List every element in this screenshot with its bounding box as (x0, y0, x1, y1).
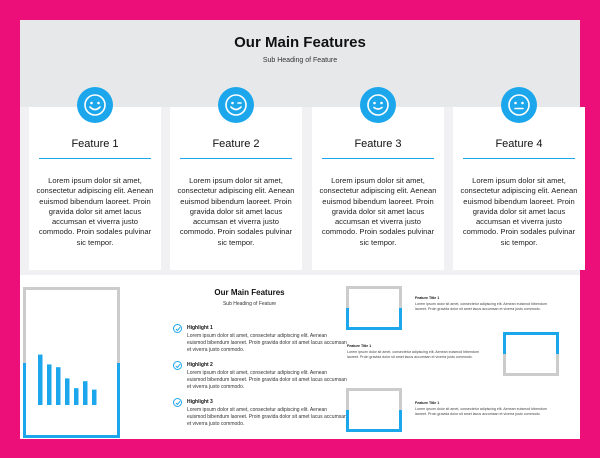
feature-item-title: Feature Title 1 (415, 401, 440, 405)
highlight-title: Highlight 1 (187, 325, 213, 331)
feature-item-text: Lorem ipsum dolor sit amet, consectetur … (347, 350, 480, 359)
highlight-text: Lorem ipsum dolor sit amet, consectetur … (187, 407, 347, 427)
feature-title: Feature 3 (354, 138, 402, 150)
bar-chart (38, 354, 97, 405)
chart-bar-2 (47, 364, 52, 405)
chart-card-accent (23, 363, 120, 438)
image-placeholder-accent-1 (346, 308, 402, 330)
feature-item-text: Lorem ipsum dolor sit amet, consectetur … (415, 302, 548, 311)
feature-divider (463, 158, 575, 159)
feature-title: Feature 4 (495, 138, 543, 150)
feature-divider (180, 158, 292, 159)
chart-bar-7 (92, 389, 97, 405)
slide-frame: Our Main Features Sub Heading of Feature… (20, 20, 585, 439)
chart-bar-5 (74, 388, 79, 405)
chart-bar-6 (83, 381, 88, 405)
highlight-text: Lorem ipsum dolor sit amet, consectetur … (187, 370, 347, 390)
image-placeholder-accent-3 (346, 410, 402, 432)
bottom-subtitle: Sub Heading of Feature (222, 301, 277, 307)
chart-bar-3 (56, 367, 61, 405)
feature-card-4: Feature 4 Lorem ipsum dolor sit amet, co… (453, 87, 585, 270)
feature-title: Feature 1 (71, 138, 119, 150)
feature-description: Lorem ipsum dolor sit amet, consectetur … (177, 176, 295, 247)
check-circle-icon (173, 324, 182, 333)
smiling-face-icon (360, 87, 396, 123)
feature-description: Lorem ipsum dolor sit amet, consectetur … (36, 176, 154, 247)
bottom-title: Our Main Features (214, 288, 285, 297)
check-circle-icon (173, 398, 182, 407)
features-section: Our Main Features Sub Heading of Feature… (20, 20, 585, 275)
feature-item-title: Feature Title 1 (347, 344, 372, 348)
feature-item-title: Feature Title 1 (415, 296, 440, 300)
highlight-title: Highlight 2 (187, 362, 213, 368)
feature-description: Lorem ipsum dolor sit amet, consectetur … (460, 176, 578, 247)
feature-card-1: Feature 1 Lorem ipsum dolor sit amet, co… (29, 87, 161, 270)
image-placeholder-accent-2 (503, 332, 559, 354)
feature-divider (322, 158, 434, 159)
section-title: Our Main Features (234, 34, 366, 51)
check-circle-icon (173, 361, 182, 370)
chart-bar-4 (65, 378, 70, 405)
feature-divider (39, 158, 151, 159)
highlight-title: Highlight 3 (187, 399, 213, 405)
winking-face-icon (218, 87, 254, 123)
smiley-face-icon (77, 87, 113, 123)
neutral-face-icon (501, 87, 537, 123)
highlight-text: Lorem ipsum dolor sit amet, consectetur … (187, 333, 347, 353)
chart-bar-1 (38, 354, 43, 405)
feature-card-2: Feature 2 Lorem ipsum dolor sit amet, co… (170, 87, 302, 270)
section-subtitle: Sub Heading of Feature (262, 57, 338, 64)
feature-description: Lorem ipsum dolor sit amet, consectetur … (319, 176, 437, 247)
feature-title: Feature 2 (212, 138, 260, 150)
feature-card-3: Feature 3 Lorem ipsum dolor sit amet, co… (312, 87, 444, 270)
feature-item-text: Lorem ipsum dolor sit amet, consectetur … (415, 407, 548, 416)
